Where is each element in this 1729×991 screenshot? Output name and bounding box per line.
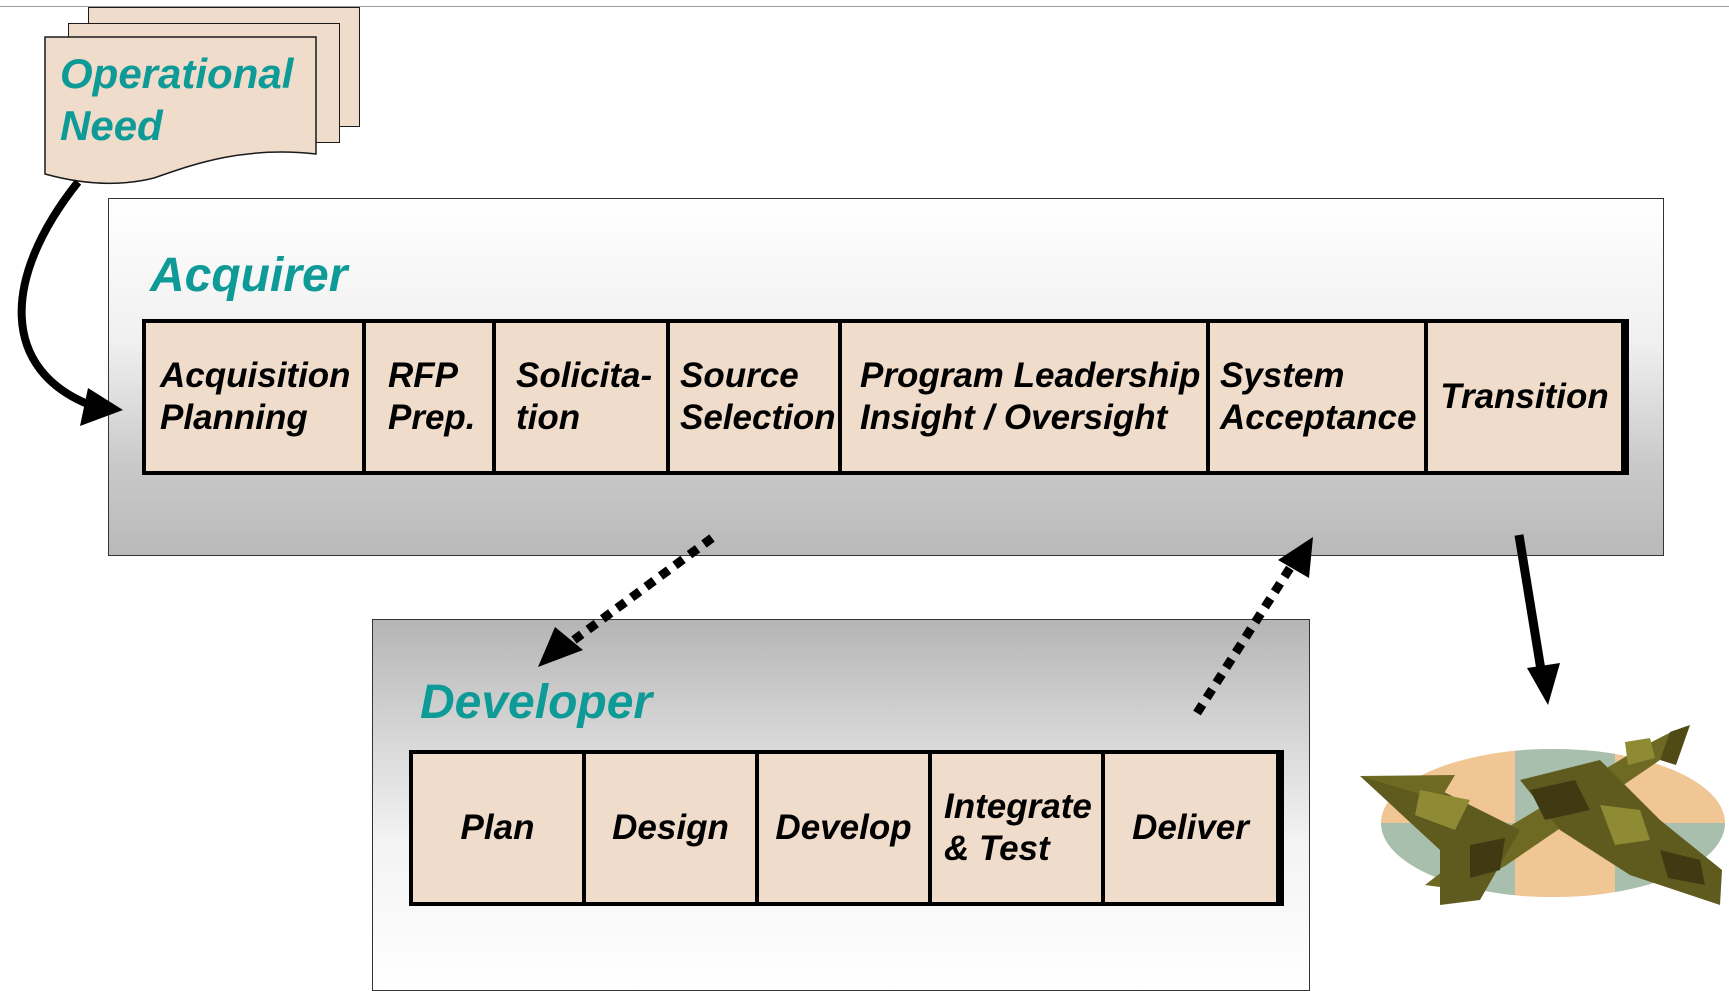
step-plan: Plan: [413, 754, 582, 902]
developer-title: Developer: [420, 676, 653, 729]
step-transition: Transition: [1428, 323, 1621, 471]
step-solicitation: Solicita- tion: [496, 323, 666, 471]
step-deliver: Deliver: [1105, 754, 1276, 902]
step-source-selection: Source Selection: [670, 323, 838, 471]
developer-process-row: Plan Design Develop Integrate & Test Del…: [409, 750, 1284, 906]
operational-need-label: Operational Need: [60, 50, 294, 149]
step-develop: Develop: [759, 754, 928, 902]
document-page-front: [44, 36, 317, 184]
step-system-acceptance: System Acceptance: [1210, 323, 1424, 471]
top-divider-line: [0, 6, 1729, 7]
step-program-leadership: Program Leadership Insight / Oversight: [842, 323, 1206, 471]
developer-to-acquirer-arrow: [1193, 537, 1313, 716]
step-design: Design: [586, 754, 755, 902]
step-integrate-test: Integrate & Test: [932, 754, 1101, 902]
step-acquisition-planning: Acquisition Planning: [146, 323, 362, 471]
acquirer-to-developer-arrow: [538, 534, 715, 667]
acquirer-title: Acquirer: [150, 249, 348, 302]
acquirer-process-row: Acquisition Planning RFP Prep. Solicita-…: [142, 319, 1629, 475]
step-rfp-prep: RFP Prep.: [366, 323, 492, 471]
camouflage-jet-icon: [1360, 725, 1725, 905]
transition-to-system-arrow: [1514, 534, 1560, 705]
need-to-acquirer-arrow: [17, 179, 123, 426]
